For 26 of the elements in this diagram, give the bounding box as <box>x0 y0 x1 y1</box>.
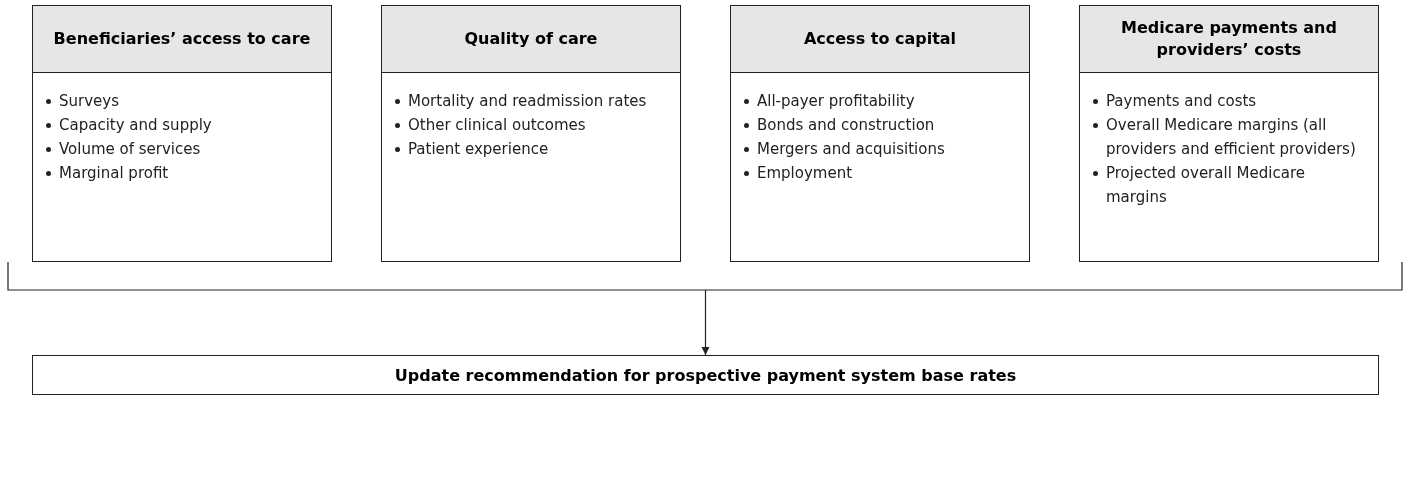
bullet-text: Overall Medicare margins (all providers and efficient providers) <box>1106 116 1356 158</box>
bullet-text: All-payer profitability <box>757 92 915 110</box>
arrow <box>701 289 710 356</box>
category-card <box>730 5 1030 262</box>
bullet-text: Volume of services <box>59 140 201 158</box>
card-heading: Beneficiaries’ access to care <box>53 28 311 50</box>
bullet-text: Surveys <box>59 92 119 110</box>
bullet-text: Patient experience <box>408 140 549 158</box>
bullet-text: Bonds and construction <box>757 116 935 134</box>
bullet-text: Projected overall Medicare margins <box>1106 164 1305 206</box>
bullet-text: Payments and costs <box>1106 92 1257 110</box>
bracket <box>7 261 1403 291</box>
outcome-box <box>32 355 1379 395</box>
outcome-text: Update recommendation for prospective payment system base rates <box>394 365 1017 385</box>
bullet-text: Mergers and acquisitions <box>757 140 945 158</box>
bullet-text: Marginal profit <box>59 164 169 182</box>
category-card <box>381 5 681 262</box>
card-heading: Quality of care <box>464 28 598 50</box>
category-card <box>1079 5 1379 262</box>
bullet-text: Capacity and supply <box>59 116 212 134</box>
bullet-text: Other clinical outcomes <box>408 116 586 134</box>
card-heading: Access to capital <box>803 28 957 50</box>
bullet-text: Mortality and readmission rates <box>408 92 647 110</box>
card-heading: Medicare payments and providers’ costs <box>1120 17 1338 61</box>
bullet-text: Employment <box>757 164 853 182</box>
category-card <box>32 5 332 262</box>
